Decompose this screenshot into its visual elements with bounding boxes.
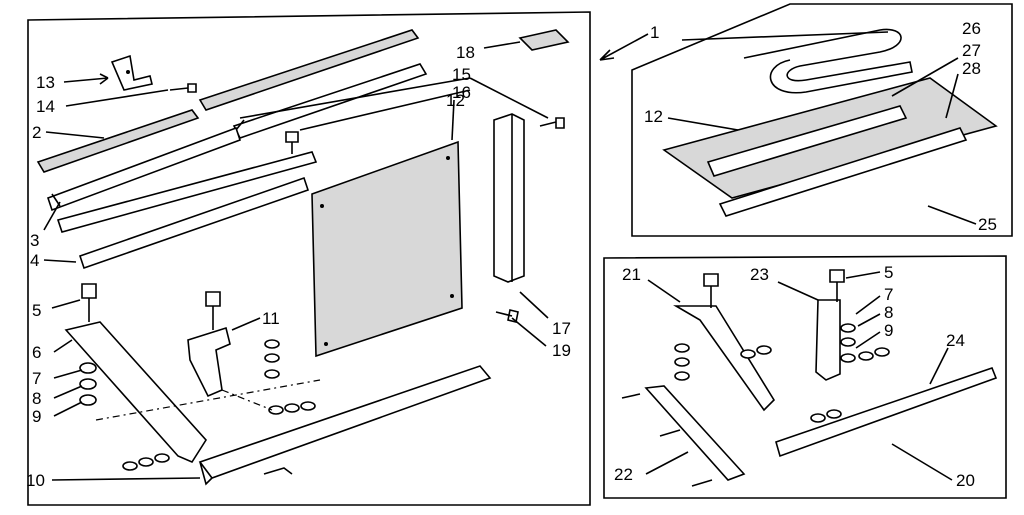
inset-nut-b (874, 347, 890, 357)
callout-18: 18 (456, 43, 475, 62)
callout-24: 24 (946, 331, 965, 350)
callout-10: 10 (26, 471, 45, 490)
part-24-rail (775, 366, 998, 458)
callout-15: 15 (452, 65, 471, 84)
part-13-hole (126, 70, 130, 74)
callout-27: 27 (962, 41, 981, 60)
part-9-nut (79, 394, 97, 406)
part-15-screw (539, 117, 565, 129)
part-18-block (518, 29, 570, 51)
part-lower-washer-a (268, 405, 284, 415)
part-10-screw (263, 467, 293, 475)
callout-25: 25 (978, 215, 997, 234)
callout-8b: 8 (884, 303, 893, 322)
inset-washer-a (674, 343, 690, 353)
callout-5: 5 (32, 301, 41, 320)
callout-19: 19 (552, 341, 571, 360)
callout-3: 3 (30, 231, 39, 250)
callout-9: 9 (32, 407, 41, 426)
callout-22: 22 (614, 465, 633, 484)
part-15-channel (232, 63, 428, 139)
callout-11: 11 (262, 309, 280, 328)
part-11-bolt (205, 291, 221, 330)
callout-12: 12 (446, 91, 465, 110)
callout-26: 26 (962, 19, 981, 38)
inset-screws (621, 393, 713, 487)
part-10-rail (198, 365, 492, 486)
callout-23: 23 (750, 265, 769, 284)
part-11-nut (264, 369, 280, 379)
part-8-washer (79, 378, 97, 390)
callout-5b: 5 (884, 263, 893, 282)
callout-28: 28 (962, 59, 981, 78)
part-23-bolt (829, 269, 845, 302)
bracket-inset-frame (603, 255, 1007, 499)
callout-7b: 7 (884, 285, 893, 304)
part-12-panel (311, 140, 463, 358)
callout-21: 21 (622, 265, 641, 284)
part-21-bolt (703, 273, 719, 308)
part-23-bracket (815, 299, 841, 381)
part-21-bracket (673, 305, 776, 412)
inset-washer-d (756, 345, 772, 355)
callout-17: 17 (552, 319, 571, 338)
part-11-washer-a (264, 339, 280, 349)
callout-9b: 9 (884, 321, 893, 340)
callout-7: 7 (32, 369, 41, 388)
callout-13: 13 (36, 73, 55, 92)
part-11-clip (187, 326, 231, 398)
callout-8: 8 (32, 389, 41, 408)
callout-2: 2 (32, 123, 41, 142)
callout-1: 1 (650, 23, 659, 42)
part-17-post (493, 113, 525, 283)
callout-16: 16 (452, 83, 471, 102)
part-10-washer-b (138, 457, 154, 467)
main-assembly-frame (27, 11, 591, 506)
panel-hole-tr (446, 156, 450, 160)
part-10-nut (154, 453, 170, 463)
part-7-washer (79, 362, 97, 374)
panel-hole-bl (324, 342, 328, 346)
part-22-rail (644, 385, 746, 481)
inset-nut-a (674, 371, 690, 381)
leader-lines (43, 31, 977, 481)
assembly-centerline-1 (95, 379, 321, 421)
part-5-bolt (81, 283, 97, 322)
part-4-rail (78, 176, 310, 270)
callout-12b: 12 (644, 107, 663, 126)
inset-washer-b (674, 357, 690, 367)
part-27-rail (706, 105, 908, 177)
panel-hole-br (450, 294, 454, 298)
callout-4: 4 (30, 251, 39, 270)
part-28-rail (718, 127, 968, 217)
callout-6: 6 (32, 343, 41, 362)
callout-14: 14 (36, 97, 55, 116)
part-2-strip (36, 109, 200, 173)
part-top-strip (198, 29, 420, 111)
part-13-bracket (110, 54, 153, 91)
part-8b-washer (840, 337, 856, 347)
part-26-strap (743, 28, 913, 94)
part-lower-washer-b (284, 403, 300, 413)
part-6-arm (64, 321, 208, 464)
part-10-washer-a (122, 461, 138, 471)
inset-washer-c (740, 349, 756, 359)
part-7b-washer (840, 323, 856, 333)
part-11-washer-b (264, 353, 280, 363)
callout-20: 20 (956, 471, 975, 490)
part-16-bolt (285, 131, 299, 154)
part-lower-nut (300, 401, 316, 411)
panel-hole-tl (320, 204, 324, 208)
part-16-rail (56, 151, 318, 233)
inset-nut-c (826, 409, 842, 419)
filter-inset-frame (631, 3, 1013, 237)
inset-washer-f (810, 413, 826, 423)
part-9b-nut (840, 353, 856, 363)
part-14-screw (169, 83, 197, 93)
inset-washer-e (858, 351, 874, 361)
